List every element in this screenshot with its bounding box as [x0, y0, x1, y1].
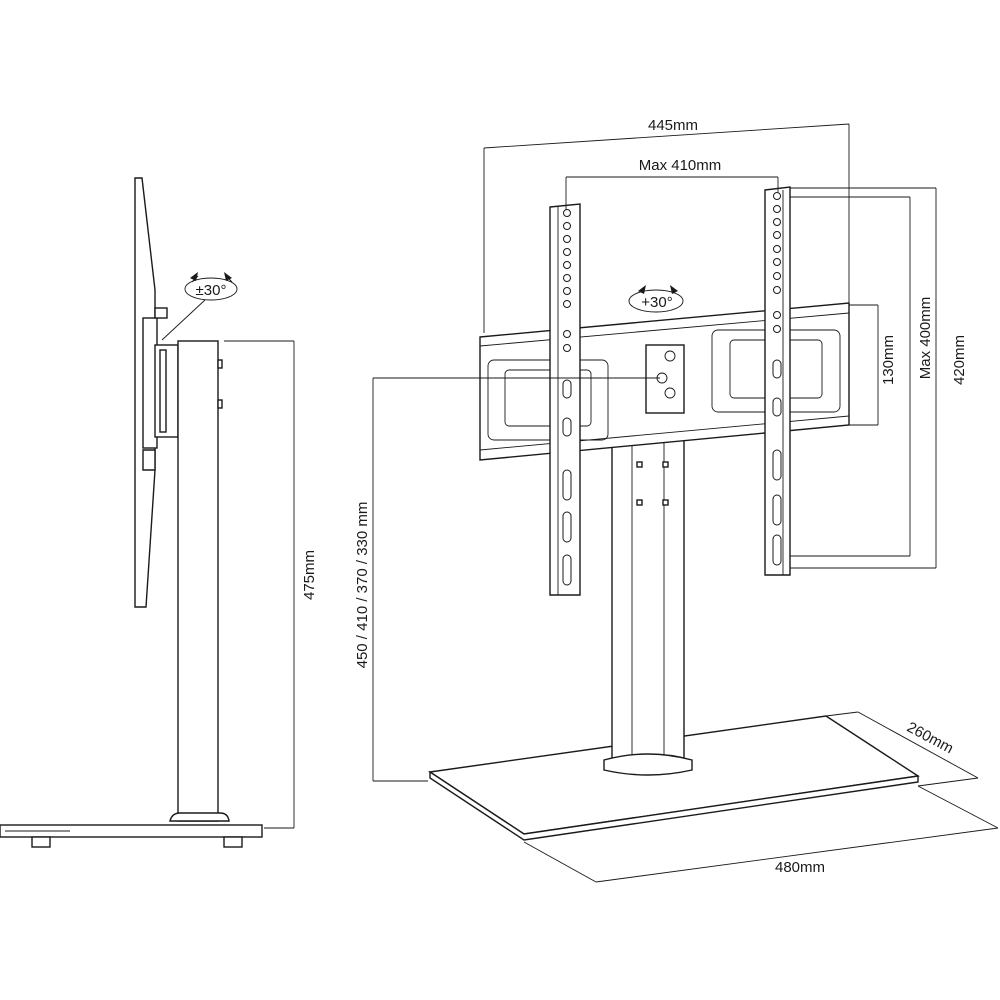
width-dimension-445: 445mm [483, 117, 850, 333]
right-vertical-arm [764, 186, 791, 576]
tilt-arrow-icon [190, 272, 198, 281]
base-width-dimension-480: 480mm [523, 785, 999, 883]
bracket-height-label: 420mm [951, 335, 968, 385]
height-options-label: 450 / 410 / 370 / 330 mm [354, 502, 371, 669]
side-height-label: 475mm [301, 550, 318, 600]
swivel-arrow-icon [638, 285, 646, 294]
bracket-height-dimension-420: 420mm [790, 187, 968, 569]
column-front [603, 439, 693, 776]
height-dimension-475: 475mm [224, 340, 318, 829]
base-side [0, 824, 263, 848]
adjustable-height-dimension: 450 / 410 / 370 / 330 mm [354, 377, 660, 782]
swivel-indicator: +30° [628, 285, 684, 313]
base-plate [428, 715, 920, 841]
mounting-plate [479, 302, 850, 461]
tilt-indicator: ±30° [161, 272, 238, 341]
base-width-label: 480mm [775, 859, 825, 876]
front-view: +30° 445mm Max 410mm 420mm Max 400mm [354, 117, 999, 883]
max-vesa-width-label: Max 410mm [639, 157, 722, 174]
plate-height-dimension-130: 130mm [849, 304, 897, 426]
tilt-bracket-side [154, 307, 179, 438]
column-side [169, 340, 230, 822]
left-vertical-arm [549, 203, 581, 596]
side-view: 475mm ±30° [0, 177, 318, 848]
vesa-width-dimension: Max 410mm [565, 157, 779, 210]
swivel-arrow-icon [670, 285, 678, 294]
max-vesa-height-label: Max 400mm [917, 297, 934, 380]
plate-height-label: 130mm [880, 335, 897, 385]
tv-panel-side [134, 177, 158, 608]
tilt-label: ±30° [196, 282, 227, 299]
tilt-arrow-icon [224, 272, 232, 281]
swivel-label: +30° [641, 294, 672, 311]
width-label: 445mm [648, 117, 698, 134]
vesa-height-dimension: Max 400mm [790, 196, 934, 557]
